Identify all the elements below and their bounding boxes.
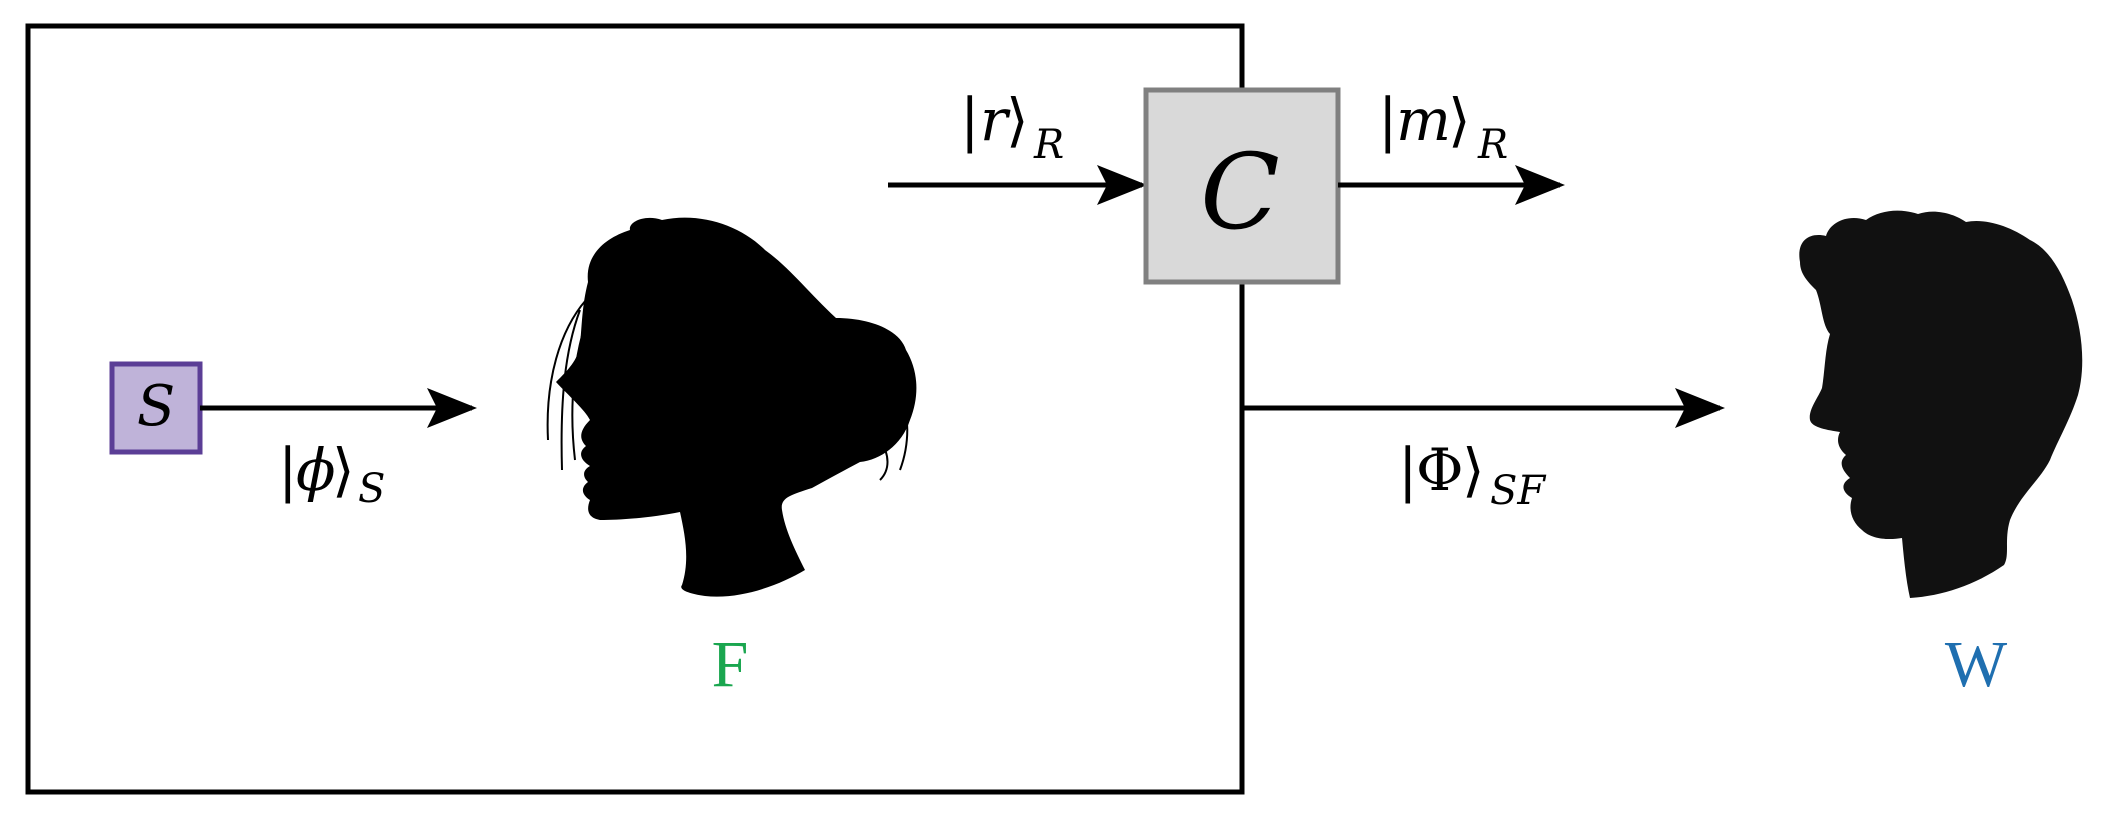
ket-open-bar: | — [1398, 436, 1418, 504]
wigner-label: W — [1945, 628, 2008, 701]
ket-open-bar: | — [960, 86, 980, 154]
state-r-symbol: r — [980, 86, 1011, 154]
wigner-silhouette — [1799, 210, 2083, 598]
channel-box-rect — [1143, 87, 1341, 285]
ket-close-angle: ⟩ — [1462, 436, 1485, 504]
source-label: S — [137, 374, 175, 439]
friend-label: F — [712, 628, 749, 701]
state-phi-sf: | Φ ⟩ SF — [1398, 436, 1546, 514]
friend-silhouette — [546, 217, 917, 597]
state-r-subscript: R — [1033, 122, 1064, 168]
ket-close-angle: ⟩ — [1448, 86, 1471, 154]
ket-close-angle: ⟩ — [332, 436, 355, 504]
state-phi-symbol: ϕ — [296, 436, 336, 504]
state-m-r: | m ⟩ R — [1378, 86, 1508, 168]
source-box-rect — [109, 361, 203, 455]
wigner-head-icon — [1799, 210, 2083, 598]
state-m-subscript: R — [1477, 122, 1508, 168]
ket-open-bar: | — [278, 436, 298, 504]
channel-box: C — [1143, 87, 1341, 285]
ket-open-bar: | — [1378, 86, 1398, 154]
state-m-symbol: m — [1396, 86, 1451, 154]
state-Phi-subscript: SF — [1490, 468, 1546, 514]
channel-label: C — [1200, 131, 1280, 253]
state-phi-subscript: S — [358, 466, 385, 512]
source-box: S — [109, 361, 203, 455]
state-Phi-symbol: Φ — [1416, 436, 1464, 504]
ket-close-angle: ⟩ — [1006, 86, 1029, 154]
state-r-r: | r ⟩ R — [960, 86, 1064, 168]
friend-head-icon — [556, 217, 917, 597]
friend-hair-strands — [546, 299, 909, 481]
state-phi-s: | ϕ ⟩ S — [278, 436, 385, 512]
